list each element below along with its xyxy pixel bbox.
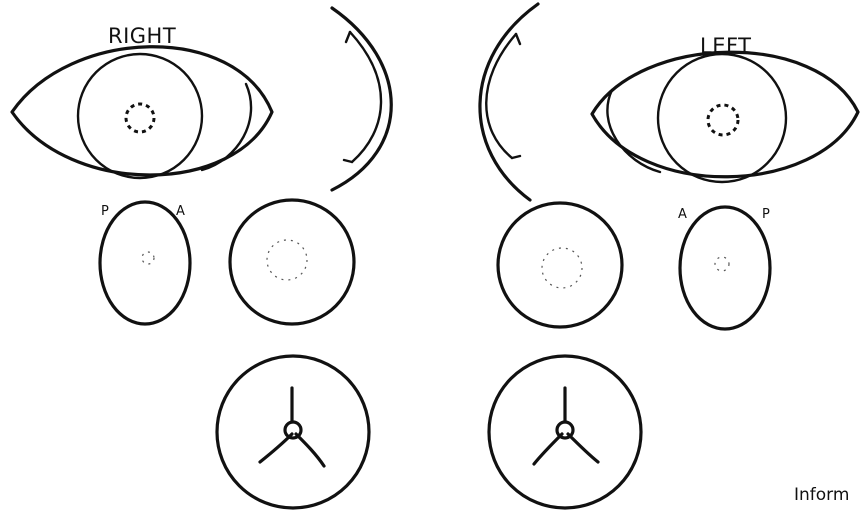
left-eye-iris [658,54,786,182]
right-eye-iris [78,54,202,178]
right-lens-outer-curve [332,8,391,190]
left-lens-inner-hook-top [516,34,520,44]
right-lens-circle [230,200,354,324]
right-lens-profile [332,8,391,190]
right-eye-label: RIGHT [108,24,176,48]
right-lens-oval-view: P A [100,202,190,324]
right-eye-pupil-opacity [126,104,154,132]
right-lens-round-view [230,200,354,324]
right-eye-lens-crescent [202,84,251,170]
right-eye-front-view: RIGHT [12,24,272,178]
right-suture-center-ring [285,422,301,438]
left-lens-inner-curve [486,34,516,158]
left-anterior-label: A [678,207,687,222]
right-lens-y-suture-view [217,356,369,508]
left-lens-outer-curve [480,4,538,200]
left-lens-oval [680,207,770,329]
right-lens-inner-hook-bottom [344,160,352,162]
left-eye-front-view: LEFT [592,34,858,182]
right-lens-oval-opacity [142,252,154,264]
left-lens-profile [480,4,538,200]
right-anterior-label: A [176,204,185,219]
right-suture-lens-circle [217,356,369,508]
left-suture-lens-circle [489,356,641,508]
right-lens-circle-opacity [267,240,307,280]
right-lens-inner-hook-top [346,32,350,42]
left-eye-lens-crescent [607,90,660,172]
left-posterior-label: P [762,207,770,222]
left-lens-oval-opacity [715,257,729,271]
left-lens-oval-view: A P [678,207,770,329]
right-lens-oval [100,202,190,324]
caption-text: Inform [794,485,849,505]
left-lens-inner-hook-bottom [512,156,520,158]
left-suture-center-ring [557,422,573,438]
left-eye-pupil-opacity [708,105,738,135]
left-lens-y-suture-view [489,356,641,508]
left-lens-round-view [498,203,622,327]
left-lens-circle [498,203,622,327]
right-eye-outline [12,47,272,175]
left-y-suture [534,388,598,464]
left-lens-circle-opacity [542,248,582,288]
right-posterior-label: P [101,204,109,219]
right-y-suture [260,388,324,466]
